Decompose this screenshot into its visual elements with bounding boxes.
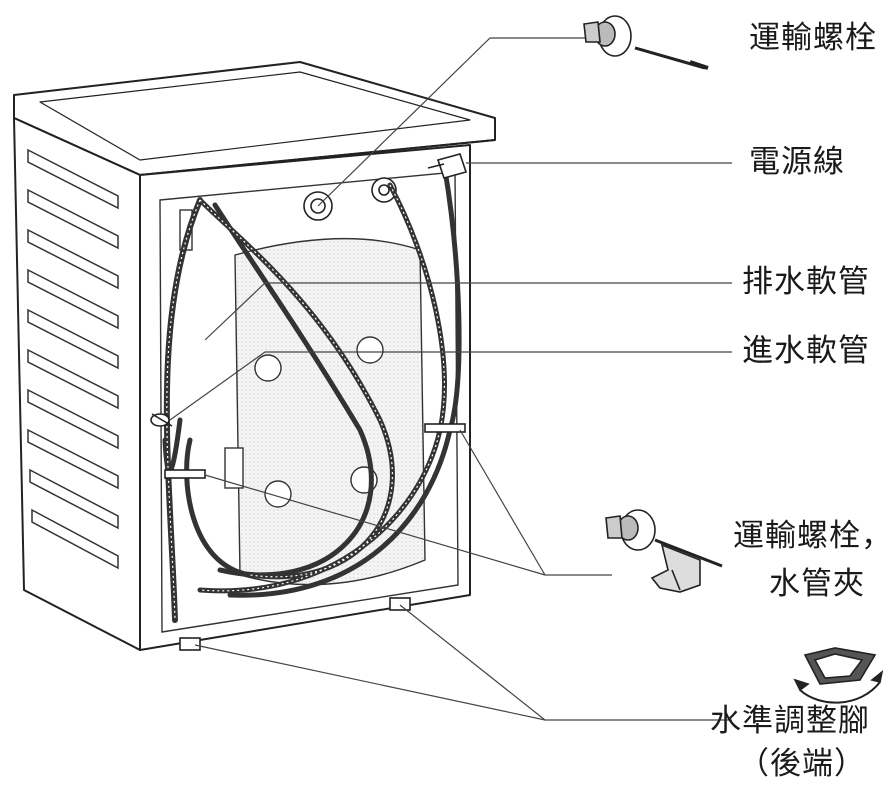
hose-detail [166, 184, 445, 621]
leader-lines [169, 37, 732, 721]
shipping-bolt-clip-icon [605, 509, 723, 593]
label-shipping-bolt-clip-2: 水管夾 [769, 566, 865, 602]
label-shipping-bolt-top: 運輸螺栓 [749, 20, 877, 56]
inlet-connector [150, 413, 173, 427]
hose-clips [164, 423, 466, 479]
label-drain-hose: 排水軟管 [742, 264, 870, 300]
label-power-cord: 電源線 [749, 144, 845, 180]
label-leveling-feet-2: （後端） [738, 746, 866, 782]
power-cord-plug [427, 153, 468, 179]
leveling-feet [179, 597, 411, 651]
label-leveling-feet-1: 水準調整腳 [710, 703, 870, 739]
label-shipping-bolt-clip-1: 運輸螺栓， [733, 518, 887, 554]
shipping-bolt-icon-top [583, 15, 709, 70]
foot-rotation-icon [793, 647, 884, 704]
side-vents [27, 148, 119, 570]
label-inlet-hose: 進水軟管 [742, 333, 870, 369]
